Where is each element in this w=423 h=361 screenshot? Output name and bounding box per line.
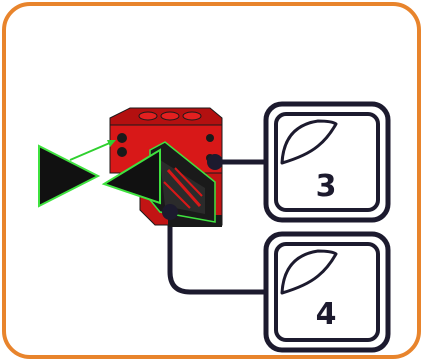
connector-line-step-4 bbox=[167, 212, 269, 295]
step-number-4: 4 bbox=[316, 297, 337, 332]
callout-box-step-3: 3 bbox=[263, 101, 391, 223]
green-arrow-icon bbox=[69, 140, 116, 161]
attached-triangle-wedge-icon bbox=[101, 148, 161, 205]
sticker-panel bbox=[149, 141, 216, 223]
sticker-corner-icon bbox=[280, 119, 338, 165]
sticker-corner-icon bbox=[280, 249, 338, 295]
black-triangle-wedge-icon bbox=[38, 144, 101, 208]
step-number-3: 3 bbox=[316, 169, 337, 204]
callout-box-step-4: 4 bbox=[263, 231, 391, 353]
connector-dot-step-4 bbox=[162, 204, 178, 220]
connector-dot-step-3 bbox=[207, 154, 223, 170]
callout-connectors bbox=[167, 159, 269, 295]
